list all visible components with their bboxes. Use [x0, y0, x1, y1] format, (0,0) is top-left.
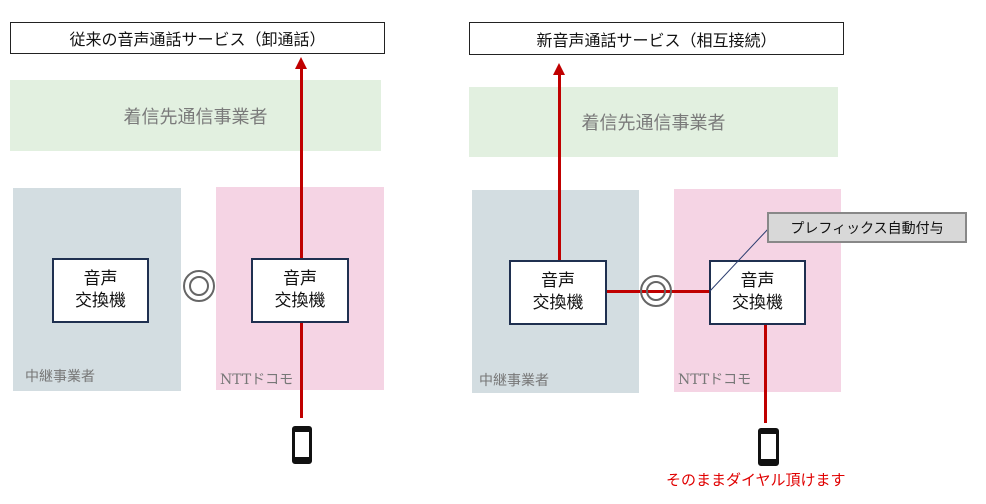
smartphone-icon [758, 428, 779, 466]
direct-dial-note: そのままダイヤル頂けます [666, 471, 846, 489]
left-destination-carrier: 着信先通信事業者 [10, 80, 381, 151]
left-docomo-switch: 音声交換機 [251, 258, 349, 323]
interconnect-icon [183, 270, 215, 302]
left-docomo-label: NTTドコモ [220, 372, 294, 388]
switch-label: 音声 [83, 269, 118, 289]
prefix-callout: プレフィックス自動付与 [767, 212, 967, 243]
left-arrow-icon [295, 57, 307, 69]
switch-label: 交換機 [532, 293, 584, 313]
right-relay-switch: 音声交換機 [509, 260, 607, 325]
right-arrow-icon [553, 63, 565, 75]
left-relay-switch: 音声交換機 [52, 258, 149, 323]
right-docomo-switch: 音声交換機 [709, 260, 806, 325]
left-title: 従来の音声通話サービス（卸通話） [10, 22, 385, 54]
right-title: 新音声通話サービス（相互接続） [469, 22, 844, 55]
switch-label: 交換機 [732, 293, 783, 313]
switch-label: 交換機 [274, 291, 326, 311]
right-route-up-line [558, 74, 561, 261]
right-destination-carrier: 着信先通信事業者 [469, 87, 838, 157]
left-relay-label: 中継事業者 [25, 369, 95, 385]
right-relay-label: 中継事業者 [479, 373, 549, 389]
switch-label: 交換機 [75, 291, 126, 311]
switch-label: 音声 [740, 271, 775, 291]
smartphone-icon [292, 426, 312, 464]
switch-label: 音声 [283, 269, 317, 289]
right-docomo-label: NTTドコモ [678, 372, 752, 388]
switch-label: 音声 [541, 271, 575, 291]
left-route-line [300, 68, 303, 418]
right-route-phone-line [764, 323, 767, 423]
interconnect-icon [640, 275, 672, 307]
